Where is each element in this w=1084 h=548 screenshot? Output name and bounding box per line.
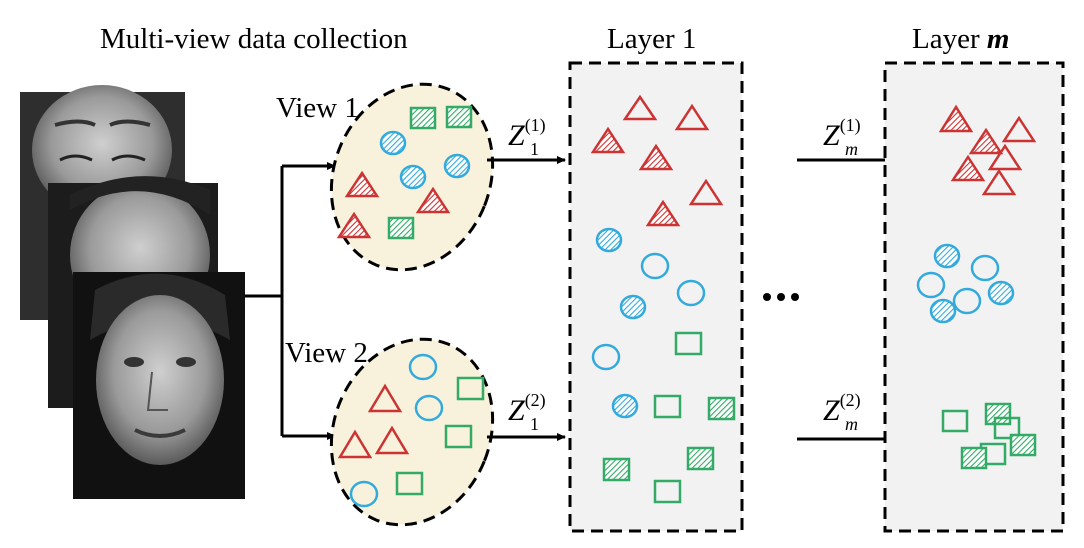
- square-marker-icon: [707, 396, 736, 421]
- square-marker-icon: [941, 409, 969, 433]
- view-1-mapping-label: Z(1)1: [508, 115, 546, 159]
- triangle-marker-icon: [337, 429, 373, 459]
- circle-marker-icon: [408, 353, 438, 381]
- circle-marker-icon: [952, 287, 982, 315]
- triangle-marker-icon: [645, 199, 681, 227]
- layer-m-markers: [916, 104, 1037, 470]
- view-2-ellipse: [329, 337, 495, 527]
- square-marker-icon: [993, 416, 1021, 440]
- circle-marker-icon: [611, 393, 639, 419]
- collection-title: Multi-view data collection: [100, 23, 408, 55]
- triangle-marker-icon: [374, 425, 410, 455]
- layer-ellipsis: [763, 293, 799, 301]
- circle-marker-icon: [676, 279, 706, 307]
- triangle-marker-icon: [590, 126, 626, 154]
- square-marker-icon: [456, 376, 485, 401]
- circle-marker-icon: [443, 153, 471, 179]
- square-marker-icon: [445, 105, 473, 129]
- square-marker-icon: [387, 216, 415, 240]
- triangle-marker-icon: [987, 143, 1023, 171]
- triangle-marker-icon: [950, 154, 986, 182]
- circle-marker-icon: [970, 254, 1000, 282]
- circle-marker-icon: [987, 280, 1015, 306]
- square-marker-icon: [653, 479, 682, 504]
- circle-marker-icon: [591, 343, 621, 371]
- triangle-marker-icon: [1001, 115, 1037, 143]
- face-photos: [20, 85, 245, 499]
- square-marker-icon: [984, 402, 1012, 426]
- square-marker-icon: [444, 424, 473, 449]
- circle-marker-icon: [619, 294, 647, 320]
- square-marker-icon: [653, 394, 682, 419]
- triangle-marker-icon: [968, 127, 1004, 155]
- split-connectors: [245, 162, 336, 440]
- layer-m-mapping-label-2: Z(2)m: [823, 390, 861, 434]
- circle-marker-icon: [349, 480, 379, 508]
- square-marker-icon: [1009, 433, 1037, 457]
- view-1-label: View 1: [276, 92, 359, 124]
- triangle-marker-icon: [938, 104, 974, 133]
- view-2-markers: [337, 353, 485, 508]
- triangle-marker-icon: [674, 103, 710, 131]
- layer-m-mapping-label-1: Z(1)m: [823, 115, 861, 159]
- triangle-marker-icon: [367, 383, 403, 413]
- square-marker-icon: [960, 446, 988, 470]
- layer-1-title: Layer 1: [607, 23, 696, 55]
- square-marker-icon: [686, 446, 715, 471]
- triangle-marker-icon: [415, 186, 451, 214]
- circle-marker-icon: [595, 227, 623, 253]
- layer-1-box: [568, 61, 744, 533]
- circle-marker-icon: [916, 271, 946, 299]
- triangle-marker-icon: [981, 168, 1017, 196]
- view-1-markers: [336, 105, 473, 240]
- circle-marker-icon: [929, 298, 957, 324]
- square-marker-icon: [409, 106, 437, 130]
- circle-marker-icon: [379, 130, 407, 156]
- square-marker-icon: [674, 331, 703, 356]
- circle-marker-icon: [933, 243, 961, 269]
- triangle-marker-icon: [336, 211, 372, 239]
- square-marker-icon: [395, 471, 424, 496]
- layer-m-title: Layer m: [912, 23, 1009, 55]
- circle-marker-icon: [414, 394, 444, 422]
- triangle-marker-icon: [344, 170, 380, 198]
- triangle-marker-icon: [622, 94, 658, 121]
- face-photo-icon: [73, 272, 245, 499]
- circle-marker-icon: [640, 252, 670, 280]
- view-2-label: View 2: [285, 337, 368, 369]
- layer-1-markers: [590, 94, 736, 504]
- circle-marker-icon: [399, 164, 427, 190]
- square-marker-icon: [602, 457, 631, 482]
- triangle-marker-icon: [688, 178, 724, 206]
- triangle-marker-icon: [638, 143, 674, 171]
- view-2-mapping-label: Z(2)1: [508, 390, 546, 434]
